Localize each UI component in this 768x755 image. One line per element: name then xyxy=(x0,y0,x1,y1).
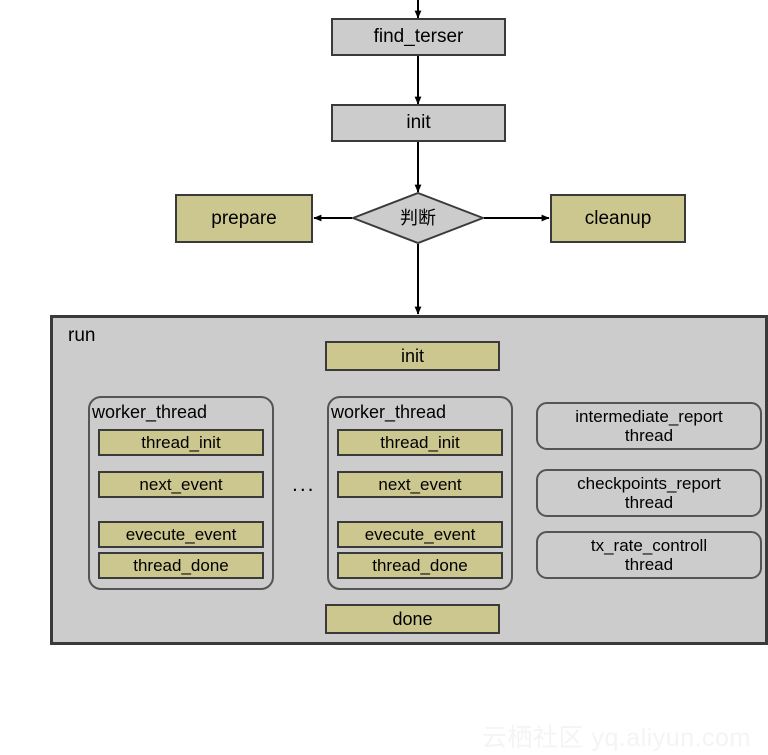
worker-thread-2-label-text: worker_thread xyxy=(331,402,447,422)
node-cleanup[interactable]: cleanup xyxy=(550,194,686,243)
run-label-text: run xyxy=(68,325,96,346)
node-w1-next-event-label: next_event xyxy=(139,474,223,494)
node-decision-label: 判断 xyxy=(400,207,436,228)
worker-threads-ellipsis: ... xyxy=(292,474,316,495)
node-w2-next-event-label: next_event xyxy=(378,474,462,494)
node-intermediate-report-thread-line1: intermediate_report xyxy=(575,406,723,426)
node-intermediate-report-thread[interactable]: intermediate_report thread xyxy=(536,402,762,450)
node-prepare-label: prepare xyxy=(211,207,277,229)
node-w2-thread-done-label: thread_done xyxy=(372,555,468,575)
node-w1-thread-init-label: thread_init xyxy=(141,432,221,452)
node-run-done-label: done xyxy=(392,608,433,629)
node-checkpoints-report-thread-line1: checkpoints_report xyxy=(577,473,721,493)
node-w2-next-event[interactable]: next_event xyxy=(337,471,503,498)
node-w1-evecute-event[interactable]: evecute_event xyxy=(98,521,264,548)
node-tx-rate-controll-thread[interactable]: tx_rate_controll thread xyxy=(536,531,762,579)
node-w1-thread-init[interactable]: thread_init xyxy=(98,429,264,456)
node-checkpoints-report-thread[interactable]: checkpoints_report thread xyxy=(536,469,762,517)
node-w1-evecute-event-label: evecute_event xyxy=(125,524,237,544)
node-tx-rate-controll-thread-line2: thread xyxy=(624,555,674,574)
node-decision-diamond[interactable]: 判断 xyxy=(352,192,484,244)
worker-threads-ellipsis-text: ... xyxy=(292,473,316,496)
node-init-top[interactable]: init xyxy=(331,104,506,142)
node-tx-rate-controll-thread-line1: tx_rate_controll xyxy=(590,535,708,555)
node-decision-label-wrap: 判断 xyxy=(352,192,484,244)
watermark: 云栖社区 yq.aliyun.com xyxy=(482,718,751,754)
worker-thread-2-label: worker_thread xyxy=(331,402,446,423)
node-w1-next-event[interactable]: next_event xyxy=(98,471,264,498)
node-w1-thread-done[interactable]: thread_done xyxy=(98,552,264,579)
worker-thread-1-label-text: worker_thread xyxy=(92,402,208,422)
diamond-shape xyxy=(352,192,484,244)
node-intermediate-report-thread-line2: thread xyxy=(624,426,674,445)
node-find-terser-label: find_terser xyxy=(373,26,464,48)
node-cleanup-label: cleanup xyxy=(584,207,652,229)
run-label: run xyxy=(68,325,95,347)
node-w1-thread-done-label: thread_done xyxy=(133,555,229,575)
node-run-init-label: init xyxy=(400,345,424,366)
node-w2-thread-done[interactable]: thread_done xyxy=(337,552,503,579)
node-find-terser[interactable]: find_terser xyxy=(331,18,506,56)
node-w2-thread-init-label: thread_init xyxy=(380,432,460,452)
node-w2-evecute-event-label: evecute_event xyxy=(364,524,476,544)
node-prepare[interactable]: prepare xyxy=(175,194,313,243)
node-init-top-label: init xyxy=(406,112,431,134)
watermark-text: 云栖社区 yq.aliyun.com xyxy=(482,724,751,752)
node-run-init[interactable]: init xyxy=(325,341,500,371)
node-checkpoints-report-thread-line2: thread xyxy=(624,493,674,512)
worker-thread-1-label: worker_thread xyxy=(92,402,207,423)
node-run-done[interactable]: done xyxy=(325,604,500,634)
node-w2-evecute-event[interactable]: evecute_event xyxy=(337,521,503,548)
node-w2-thread-init[interactable]: thread_init xyxy=(337,429,503,456)
